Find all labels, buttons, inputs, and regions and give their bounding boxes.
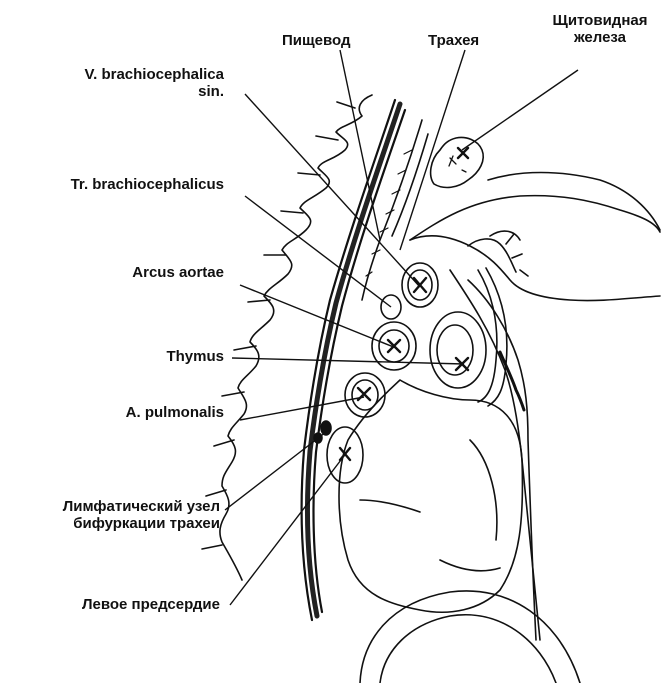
leader-thyroid xyxy=(462,70,578,150)
leader-apulm xyxy=(240,397,364,420)
thyroid-gland xyxy=(431,138,484,188)
label-lymph-line1: Лимфатический узел xyxy=(4,498,220,515)
hand-outline xyxy=(410,236,660,301)
label-vbrachio-line2: sin. xyxy=(20,83,224,100)
label-lymph-line2: бифуркации трахеи xyxy=(4,515,220,532)
label-vbrachio-line1: V. brachiocephalica xyxy=(20,66,224,83)
lymph-node xyxy=(321,421,331,435)
leader-trachea xyxy=(400,50,465,250)
label-esophagus: Пищевод xyxy=(282,32,351,49)
leader-atrium xyxy=(230,456,344,605)
diaphragm-dome xyxy=(360,591,580,683)
label-vbrachio: V. brachiocephalica sin. xyxy=(20,66,224,100)
leader-thymus xyxy=(232,358,464,364)
pericardium-outline xyxy=(450,270,540,640)
label-arcus: Arcus aortae xyxy=(60,264,224,281)
label-thyroid: Щитовидная железа xyxy=(540,12,660,46)
label-thyroid-line2: железа xyxy=(540,29,660,46)
vertebral-column-outline xyxy=(220,95,372,580)
label-trbrachio: Tr. brachiocephalicus xyxy=(8,176,224,193)
label-thyroid-line1: Щитовидная xyxy=(540,12,660,29)
thymus-shape xyxy=(430,312,486,388)
label-atrium: Левое предсердие xyxy=(20,596,220,613)
anterior-chest xyxy=(488,173,660,231)
label-apulm: A. pulmonalis xyxy=(60,404,224,421)
label-lymph: Лимфатический узел бифуркации трахеи xyxy=(4,498,220,532)
label-trachea: Трахея xyxy=(428,32,479,49)
leader-esophagus xyxy=(340,50,380,240)
leader-arcus xyxy=(240,285,396,348)
label-thymus: Thymus xyxy=(100,348,224,365)
